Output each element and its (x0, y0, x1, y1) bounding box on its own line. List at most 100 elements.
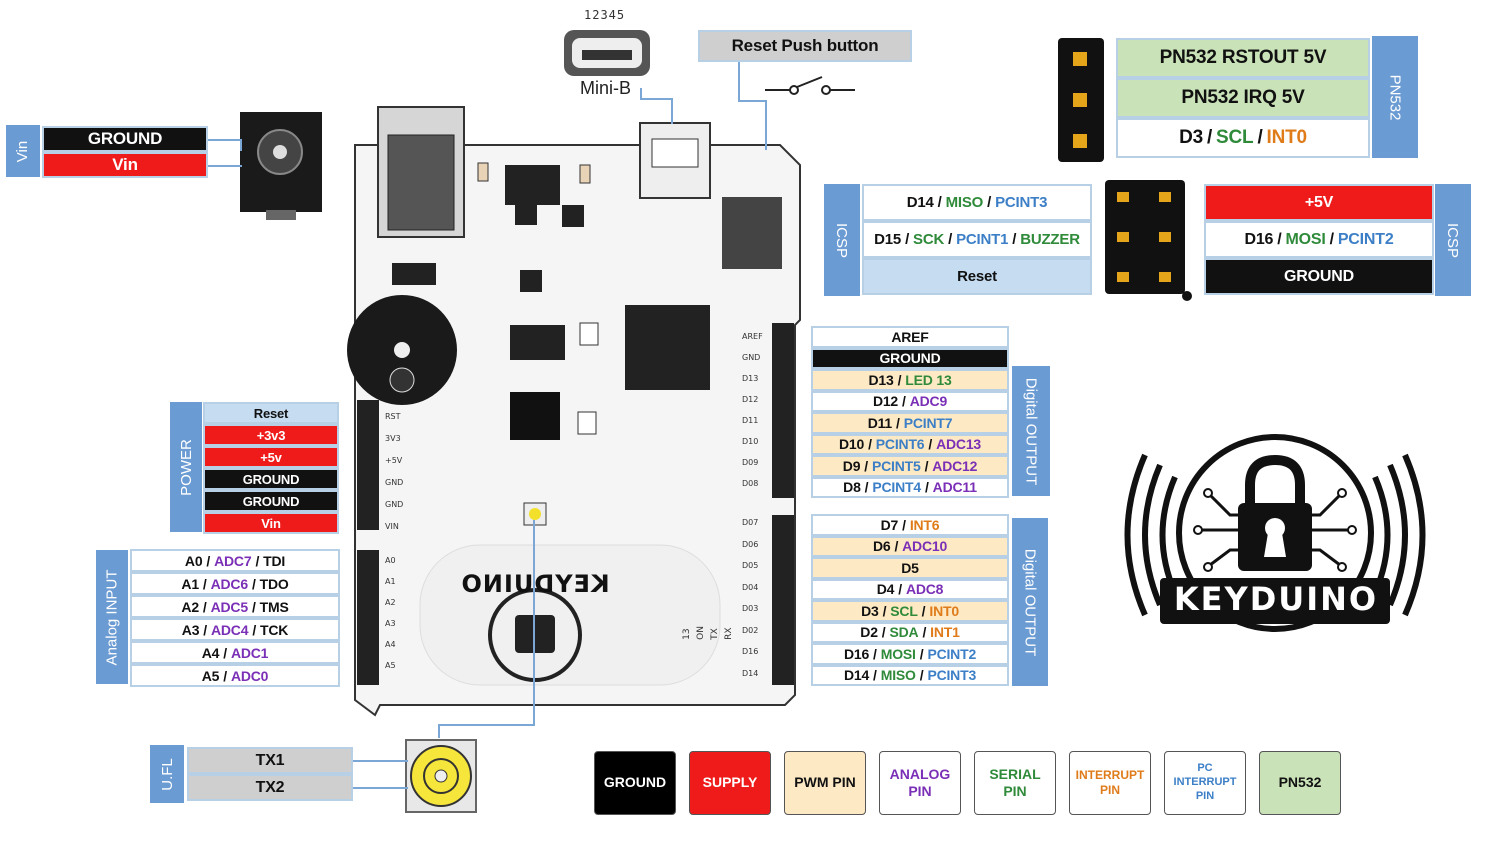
reset-connector-line (738, 100, 766, 102)
board-header-label: 3V3 (385, 434, 401, 443)
pin-label: A1 (181, 575, 199, 592)
pin-label: PCINT3 (995, 194, 1048, 211)
digital-bottom-pin-2: D5 (811, 557, 1009, 579)
pin-label: GROUND (1284, 267, 1354, 285)
separator: / (937, 194, 942, 211)
pin-label: MOSI (1285, 230, 1326, 248)
pin-label: D13 (868, 371, 894, 388)
pin-label: A2 (181, 598, 199, 615)
board-header-label: RST (385, 412, 401, 421)
pin-label: PCINT3 (927, 667, 977, 684)
icsp-right-pin-2: GROUND (1204, 258, 1434, 295)
separator: / (928, 436, 933, 453)
pin-label: SDA (889, 624, 919, 641)
keyduino-logo-icon (1124, 434, 1426, 632)
digital-top-tab: Digital OUTPUT (1012, 366, 1050, 496)
pin-label: D10 (839, 436, 865, 453)
pin-label: D15 (874, 231, 902, 248)
pin-label: D11 (867, 414, 893, 431)
separator: / (864, 457, 868, 474)
pin-label: ADC4 (210, 621, 249, 638)
separator: / (873, 645, 877, 662)
legend-label-line: SERIAL (989, 765, 1041, 782)
icsp-header-icon (1105, 180, 1192, 301)
legend-label-line: INTERRUPT (1173, 776, 1237, 789)
icsp-right-pin-1: D16/MOSI/PCINT2 (1204, 221, 1434, 258)
separator: / (897, 371, 902, 388)
separator: / (868, 436, 872, 453)
separator: / (1257, 127, 1263, 148)
board-header-label: D02 (742, 625, 759, 635)
vin-connector-line (208, 139, 242, 141)
pin-label: D6 (872, 538, 891, 555)
pin-label: TX2 (255, 778, 285, 796)
usb-connector-line (640, 88, 642, 100)
board-led-label: 13 (682, 628, 692, 640)
separator: / (919, 667, 924, 684)
pin-label: D16 (1244, 230, 1274, 248)
legend-label-line: INTERRUPT (1075, 768, 1145, 782)
board-header-label: D04 (742, 582, 759, 592)
pn532-pin-2: D3/SCL/INT0 (1116, 118, 1370, 158)
legend-item-pwm-pin: PWM PIN (784, 751, 866, 815)
pin-label: SCL (890, 602, 918, 619)
pin-label: TDO (259, 575, 289, 592)
board-header-label: A4 (385, 640, 396, 649)
board-header-label: D05 (742, 561, 759, 570)
legend-item-pn532: PN532 (1259, 751, 1341, 815)
board-header-label: D09 (742, 458, 759, 467)
digital-top-pin-5: D10/PCINT6/ADC13 (811, 433, 1009, 455)
separator: / (881, 624, 886, 641)
separator: / (873, 667, 877, 684)
digital-top-pin-3: D12/ADC9 (811, 390, 1009, 412)
pin-label: TCK (260, 621, 289, 638)
legend-label-line: SUPPLY (702, 774, 758, 791)
pin-label: SCK (913, 231, 945, 248)
pin-label: PN532 IRQ 5V (1181, 87, 1305, 108)
ufl-connector-line (533, 520, 535, 726)
pin-label: PCINT2 (927, 645, 977, 662)
separator: / (1329, 230, 1334, 248)
pin-label: PCINT5 (872, 457, 921, 474)
ufl-connector-line (438, 724, 440, 738)
usb-connector-line (671, 98, 673, 124)
separator: / (223, 644, 227, 661)
legend-label-line: PIN (1003, 783, 1027, 799)
board-led-label: RX (724, 627, 734, 640)
separator: / (202, 575, 207, 592)
separator: / (1277, 230, 1282, 248)
separator: / (1012, 231, 1017, 248)
separator: / (987, 194, 992, 211)
board-header-label: A3 (385, 619, 396, 628)
digital-top-pin-7: D8/PCINT4/ADC11 (811, 476, 1009, 498)
digital-top-pin-2: D13/LED 13 (811, 369, 1009, 391)
power-pin-3: GROUND (203, 468, 339, 490)
legend-label-line: PC (1197, 762, 1213, 775)
legend-label-line: PIN (1195, 789, 1215, 802)
board-header-label: D11 (742, 416, 759, 425)
pin-label: D2 (860, 624, 878, 641)
legend-label-line: PIN (908, 783, 932, 799)
pin-label: D8 (843, 479, 861, 496)
usb-pin-numbers: 12345 (584, 8, 626, 22)
pin-label: SCL (1216, 127, 1254, 148)
board-header-label: D12 (742, 395, 759, 404)
pin-label: ADC12 (932, 457, 978, 474)
digital-bottom-pin-3: D4/ADC8 (811, 578, 1009, 600)
pin-label: TDI (263, 552, 286, 569)
usb-connector-line (640, 98, 672, 100)
ufl-pin-1: TX2 (187, 774, 353, 801)
icsp-left-pin-0: D14/MISO/PCINT3 (862, 184, 1092, 221)
board-header-label: D08 (742, 479, 759, 488)
pin-label: ADC9 (909, 393, 948, 410)
pin-label: D14 (906, 194, 934, 211)
vin-tab: Vin (6, 125, 40, 177)
pin-label: ADC8 (905, 581, 944, 598)
board-header-label: D06 (742, 539, 759, 549)
board-header-label: D10 (742, 437, 759, 446)
board-header-label: GND (742, 353, 761, 362)
pn532-header-icon (1058, 38, 1104, 162)
pin-label: Vin (261, 515, 281, 531)
pin-label: PCINT7 (903, 414, 953, 431)
